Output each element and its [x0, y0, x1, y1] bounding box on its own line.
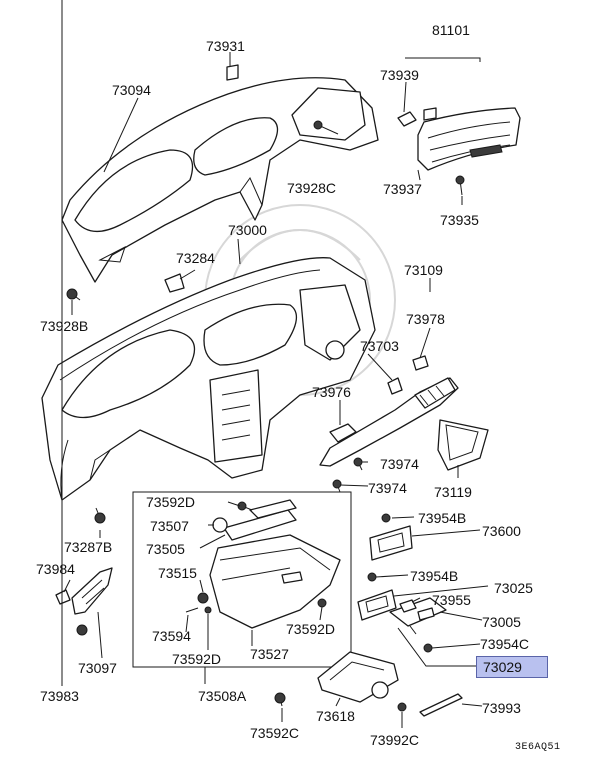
clip-73703: [387, 377, 403, 395]
callout-73935: 73935: [440, 212, 479, 228]
glove-box-group-frame: [132, 491, 352, 668]
bracket-73600: [369, 513, 413, 561]
callout-73954B-upper: 73954B: [418, 510, 467, 526]
callout-73119: 73119: [434, 484, 472, 500]
screw-73592C: [274, 692, 286, 707]
callout-73287B: 73287B: [64, 539, 113, 555]
callout-73592D-right: 73592D: [286, 621, 336, 637]
callout-73993: 73993: [482, 700, 521, 716]
screw-73954C: [423, 643, 433, 653]
callout-73618: 73618: [316, 708, 355, 724]
cup-holder-73618: [317, 651, 399, 703]
glove-box-73527: [209, 534, 341, 629]
screw-73928B: [66, 288, 81, 301]
bracket-73939: [397, 111, 417, 127]
callout-73284: 73284: [176, 250, 215, 266]
callout-73974-lower: 73974: [368, 480, 407, 496]
callout-73094: 73094: [112, 82, 151, 98]
callout-73515: 73515: [158, 565, 197, 581]
callout-73000: 73000: [228, 222, 267, 238]
lower-panel-73109: [319, 377, 459, 467]
pocket-73119: [437, 419, 489, 471]
bracket-73939b: [423, 107, 437, 121]
clip-73984: [55, 589, 71, 605]
hinge-73507: [212, 499, 297, 533]
clip-73978: [412, 355, 429, 371]
rod-73993: [419, 693, 463, 717]
damper-73594: [185, 592, 327, 614]
callout-73928C: 73928C: [287, 180, 337, 196]
screw-73974a: [353, 457, 363, 471]
callout-73527: 73527: [250, 646, 289, 662]
screw-73974b: [332, 479, 342, 493]
side-cover-73097: [71, 567, 113, 615]
callout-81101: 81101: [432, 22, 470, 38]
callout-73937: 73937: [383, 181, 422, 197]
callout-73507: 73507: [150, 518, 189, 534]
clip-73284: [164, 273, 185, 293]
callout-73978: 73978: [406, 311, 445, 327]
callout-73592C: 73592C: [250, 725, 300, 741]
callout-73703: 73703: [360, 338, 399, 354]
callout-73992C: 73992C: [370, 732, 420, 748]
callout-73974-upper: 73974: [380, 456, 419, 472]
switch-73005: [389, 597, 447, 635]
callout-73955: 73955: [432, 592, 471, 608]
callout-73928B: 73928B: [40, 318, 89, 334]
clip-73983: [76, 624, 88, 636]
leader-lines: [61, 0, 489, 728]
callout-73505: 73505: [146, 541, 185, 557]
callout-73939: 73939: [380, 67, 419, 83]
callout-73508A: 73508A: [198, 688, 247, 704]
callout-73025: 73025: [494, 580, 533, 596]
callout-73931: 73931: [206, 38, 245, 54]
callout-73097: 73097: [78, 660, 117, 676]
upper-dash-panel-73094: [61, 77, 379, 283]
clip-73287B: [94, 507, 106, 524]
bezel-73025: [357, 589, 397, 621]
callout-73592D-bottom: 73592D: [172, 651, 222, 667]
callout-73594: 73594: [152, 628, 191, 644]
callout-73029-highlighted[interactable]: 73029: [476, 656, 548, 678]
callout-73109: 73109: [404, 262, 443, 278]
dashboard-main-73000: [41, 257, 376, 501]
callout-73954C: 73954C: [480, 636, 530, 652]
drawing-code: 3E6AQ51: [515, 742, 561, 753]
clip-73931: [226, 64, 239, 81]
callout-73984: 73984: [36, 561, 75, 577]
screw-73592D-top: [237, 501, 253, 511]
screw-73928C: [313, 120, 339, 135]
clip-73992C: [397, 702, 407, 712]
instrument-cluster-81101: [417, 107, 521, 171]
screw-73935: [455, 175, 465, 196]
callout-73592D-top: 73592D: [146, 494, 196, 510]
callout-73983: 73983: [40, 688, 79, 704]
callout-73954B-lower: 73954B: [410, 568, 459, 584]
screw-73954B: [367, 572, 377, 582]
callout-73976: 73976: [312, 384, 351, 400]
callout-73005: 73005: [482, 614, 521, 630]
callout-73600: 73600: [482, 523, 521, 539]
